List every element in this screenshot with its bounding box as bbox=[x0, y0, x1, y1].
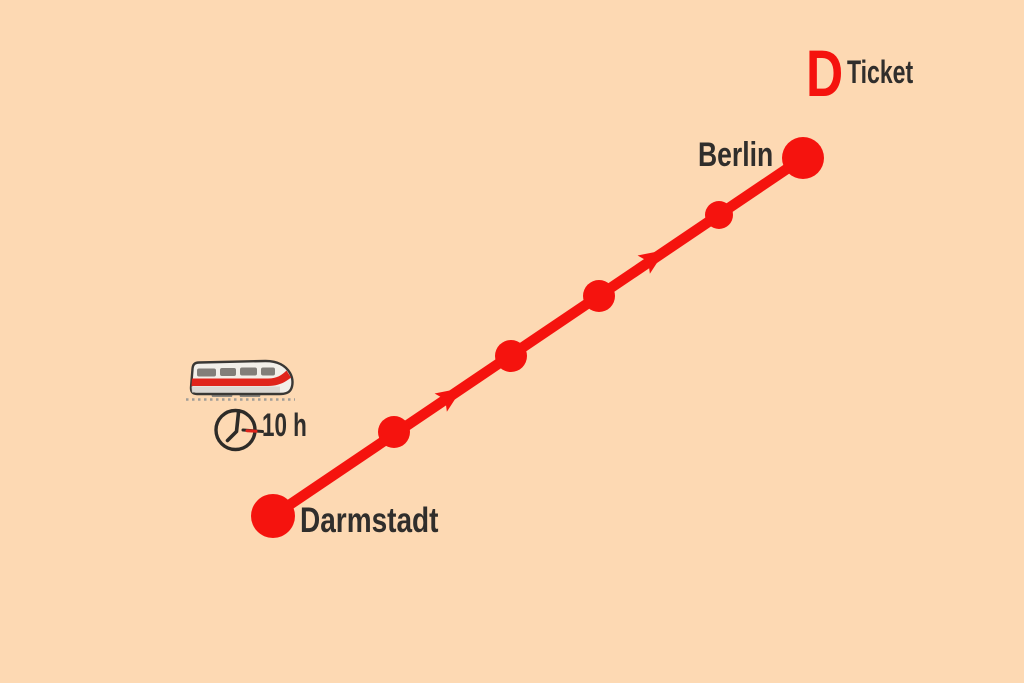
direction-arrow-icon bbox=[434, 388, 463, 412]
route-layer bbox=[251, 137, 824, 538]
station-dot-berlin bbox=[782, 137, 824, 179]
station-dot-darmstadt bbox=[251, 494, 295, 538]
train-lower-band bbox=[191, 386, 280, 393]
clock-icon bbox=[214, 408, 264, 452]
train-window bbox=[197, 368, 216, 377]
clock-hand bbox=[225, 410, 241, 443]
station-dot bbox=[378, 416, 410, 448]
station-dot bbox=[583, 280, 615, 312]
train-window bbox=[220, 368, 236, 376]
duration-label: 10 h bbox=[262, 407, 307, 443]
brand-ticket-label: Ticket bbox=[847, 54, 914, 90]
train-window bbox=[240, 367, 257, 376]
high-speed-train-icon bbox=[186, 359, 295, 401]
clock-red-tick bbox=[245, 429, 258, 433]
destination-label: Berlin bbox=[698, 136, 774, 174]
train-red-stripe bbox=[191, 370, 291, 386]
direction-arrow-icon bbox=[637, 250, 666, 274]
station-dot bbox=[495, 340, 527, 372]
train-window bbox=[261, 367, 275, 376]
station-dot bbox=[705, 201, 733, 229]
origin-label: Darmstadt bbox=[300, 501, 439, 540]
brand-d-logo: D bbox=[806, 36, 844, 110]
